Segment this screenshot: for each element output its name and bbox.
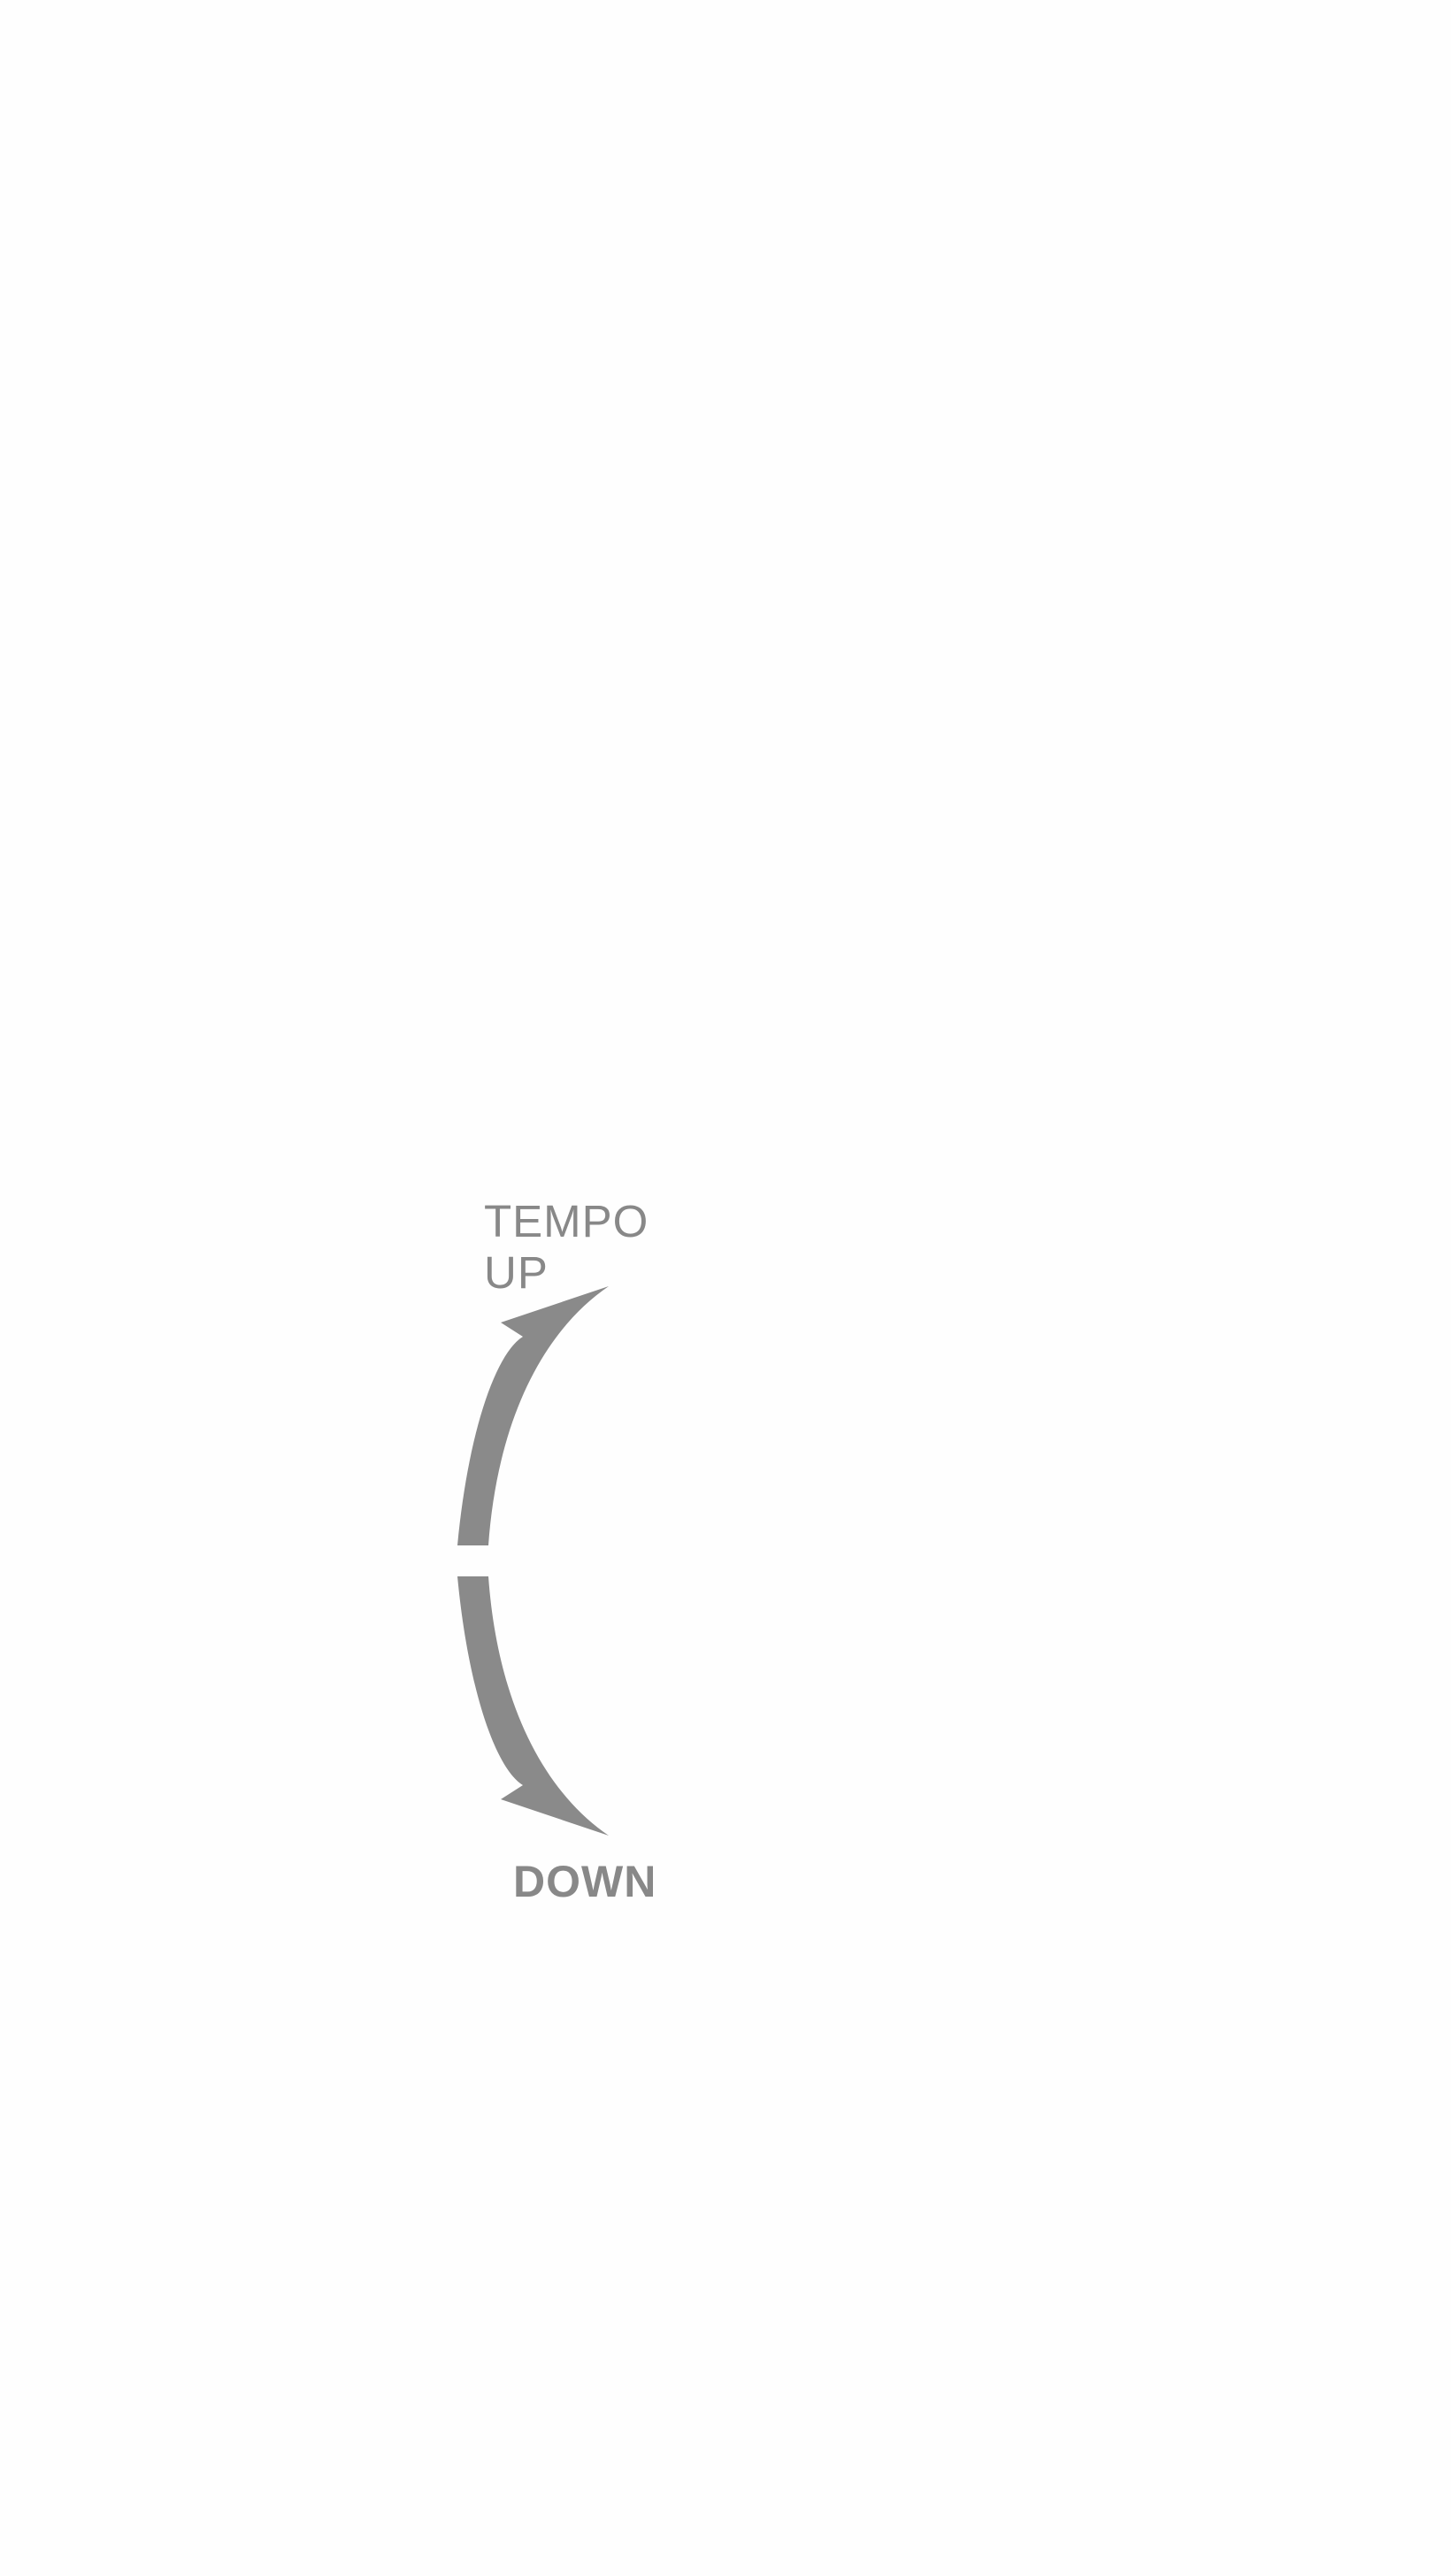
tempo-up-label-line1: TEMPO bbox=[484, 1196, 649, 1246]
curved-arrow-up-icon bbox=[457, 1286, 609, 1545]
tempo-up-label-line2: UP bbox=[484, 1247, 549, 1298]
curved-arrow-down-icon bbox=[457, 1576, 609, 1836]
tempo-up-label: TEMPO UP bbox=[484, 1196, 649, 1299]
tempo-down-label: DOWN bbox=[513, 1857, 657, 1906]
